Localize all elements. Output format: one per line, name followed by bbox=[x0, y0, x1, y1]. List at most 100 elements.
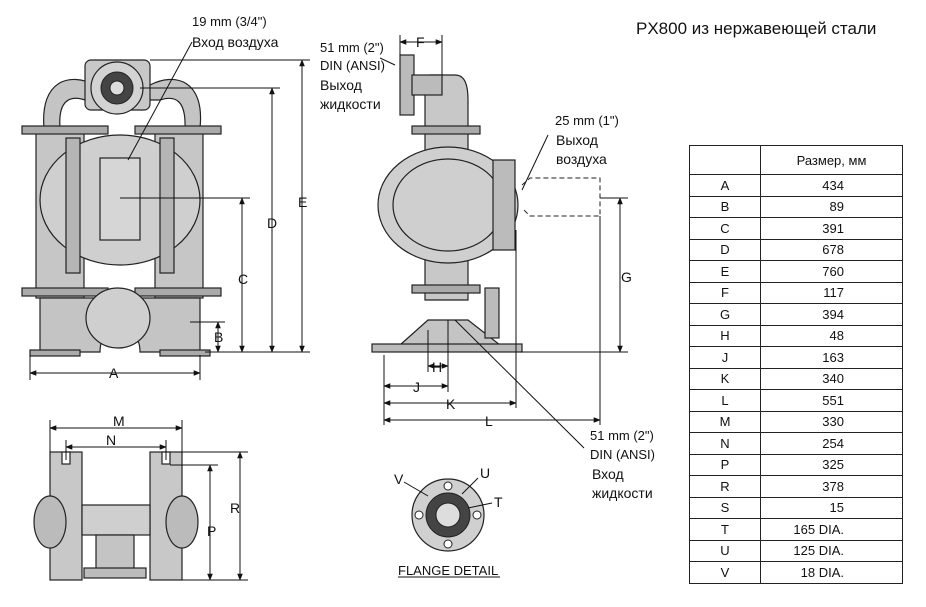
dimension-value-cell: 391 bbox=[760, 217, 903, 240]
dim-letter-f: F bbox=[416, 34, 425, 50]
bottom-view bbox=[33, 451, 199, 581]
callout-labels: 19 mm (3/4") Вход воздуха 51 mm (2") DIN… bbox=[192, 14, 655, 578]
dimension-value-cell: 15 bbox=[760, 496, 903, 519]
air-exhaust-size-label: 25 mm (1") bbox=[555, 113, 619, 128]
fluid-inlet-label-2: жидкости bbox=[592, 485, 653, 501]
dimension-letters: A B C D E F G H J K L M N P R T U V bbox=[106, 34, 632, 539]
dimension-key-cell: N bbox=[689, 432, 761, 455]
bottom-dimensions bbox=[49, 420, 248, 581]
dimension-value-cell: 394 bbox=[760, 303, 903, 326]
dim-letter-r: R bbox=[230, 500, 240, 516]
dimension-key-cell: D bbox=[689, 238, 761, 261]
dim-letter-v: V bbox=[394, 471, 404, 487]
table-header-blank bbox=[689, 145, 761, 175]
dim-letter-e: E bbox=[298, 194, 307, 210]
fluid-inlet-std-label: DIN (ANSI) bbox=[590, 447, 655, 462]
dimension-key-cell: P bbox=[689, 453, 761, 476]
dim-letter-l: L bbox=[485, 413, 493, 429]
air-exhaust-label-1: Выход bbox=[556, 132, 598, 148]
dimension-key-cell: M bbox=[689, 410, 761, 433]
dim-letter-t: T bbox=[494, 494, 503, 510]
side-exhaust-muffler bbox=[521, 177, 601, 217]
dimension-key-cell: A bbox=[689, 174, 761, 197]
dimension-value-cell: 330 bbox=[760, 410, 903, 433]
fluid-outlet-label-1: Выход bbox=[320, 77, 362, 93]
air-inlet-size-label: 19 mm (3/4") bbox=[192, 14, 267, 29]
dimension-key-cell: H bbox=[689, 324, 761, 347]
dimension-value-cell: 678 bbox=[760, 238, 903, 261]
dimension-key-cell: V bbox=[689, 561, 761, 584]
side-dimensions bbox=[379, 35, 628, 449]
dim-letter-g: G bbox=[621, 269, 632, 285]
dimension-value-cell: 117 bbox=[760, 281, 903, 304]
page-title: PX800 из нержавеющей стали bbox=[636, 19, 877, 38]
dimension-key-cell: L bbox=[689, 389, 761, 412]
dimension-value-cell: 254 bbox=[760, 432, 903, 455]
dimension-value-cell: 89 bbox=[760, 195, 903, 218]
dim-letter-b: B bbox=[214, 329, 223, 345]
dimension-key-cell: F bbox=[689, 281, 761, 304]
dimension-value-cell: 163 bbox=[760, 346, 903, 369]
dimension-value-cell: 551 bbox=[760, 389, 903, 412]
dimension-value-cell: 760 bbox=[760, 260, 903, 283]
flange-detail bbox=[398, 477, 500, 578]
front-air-inlet-flange bbox=[90, 61, 144, 115]
dim-letter-c: C bbox=[238, 271, 248, 287]
flange-detail-label: FLANGE DETAIL bbox=[398, 563, 498, 578]
dimension-key-cell: S bbox=[689, 496, 761, 519]
dimension-key-cell: C bbox=[689, 217, 761, 240]
front-view bbox=[21, 59, 222, 357]
dim-letter-u: U bbox=[480, 465, 490, 481]
dimension-key-cell: T bbox=[689, 518, 761, 541]
fluid-outlet-label-2: жидкости bbox=[320, 96, 381, 112]
dim-letter-n: N bbox=[106, 432, 116, 448]
dim-letter-m: M bbox=[113, 413, 125, 429]
dimension-value-cell: 378 bbox=[760, 475, 903, 498]
dimension-value-cell: 125 DIA. bbox=[760, 539, 903, 562]
dim-letter-d: D bbox=[267, 215, 277, 231]
dimension-key-cell: K bbox=[689, 367, 761, 390]
fluid-inlet-label-1: Вход bbox=[592, 466, 624, 482]
table-header-row: Размер, мм bbox=[689, 145, 903, 175]
dim-letter-p: P bbox=[207, 523, 216, 539]
fluid-outlet-size-label: 51 mm (2") bbox=[320, 40, 384, 55]
fluid-inlet-size-label: 51 mm (2") bbox=[590, 428, 654, 443]
dim-letter-h: H bbox=[432, 359, 442, 375]
front-dimensions bbox=[29, 41, 310, 380]
dimension-key-cell: U bbox=[689, 539, 761, 562]
side-view bbox=[371, 54, 523, 353]
air-exhaust-label-2: воздуха bbox=[556, 151, 607, 167]
table-header-size: Размер, мм bbox=[760, 145, 903, 175]
dim-letter-a: A bbox=[109, 365, 119, 381]
fluid-outlet-std-label: DIN (ANSI) bbox=[320, 58, 385, 73]
dimension-key-cell: B bbox=[689, 195, 761, 218]
dimension-key-cell: R bbox=[689, 475, 761, 498]
dim-letter-j: J bbox=[413, 379, 420, 395]
dimension-value-cell: 340 bbox=[760, 367, 903, 390]
air-inlet-label: Вход воздуха bbox=[192, 34, 279, 50]
dimension-key-cell: J bbox=[689, 346, 761, 369]
dimension-value-cell: 325 bbox=[760, 453, 903, 476]
